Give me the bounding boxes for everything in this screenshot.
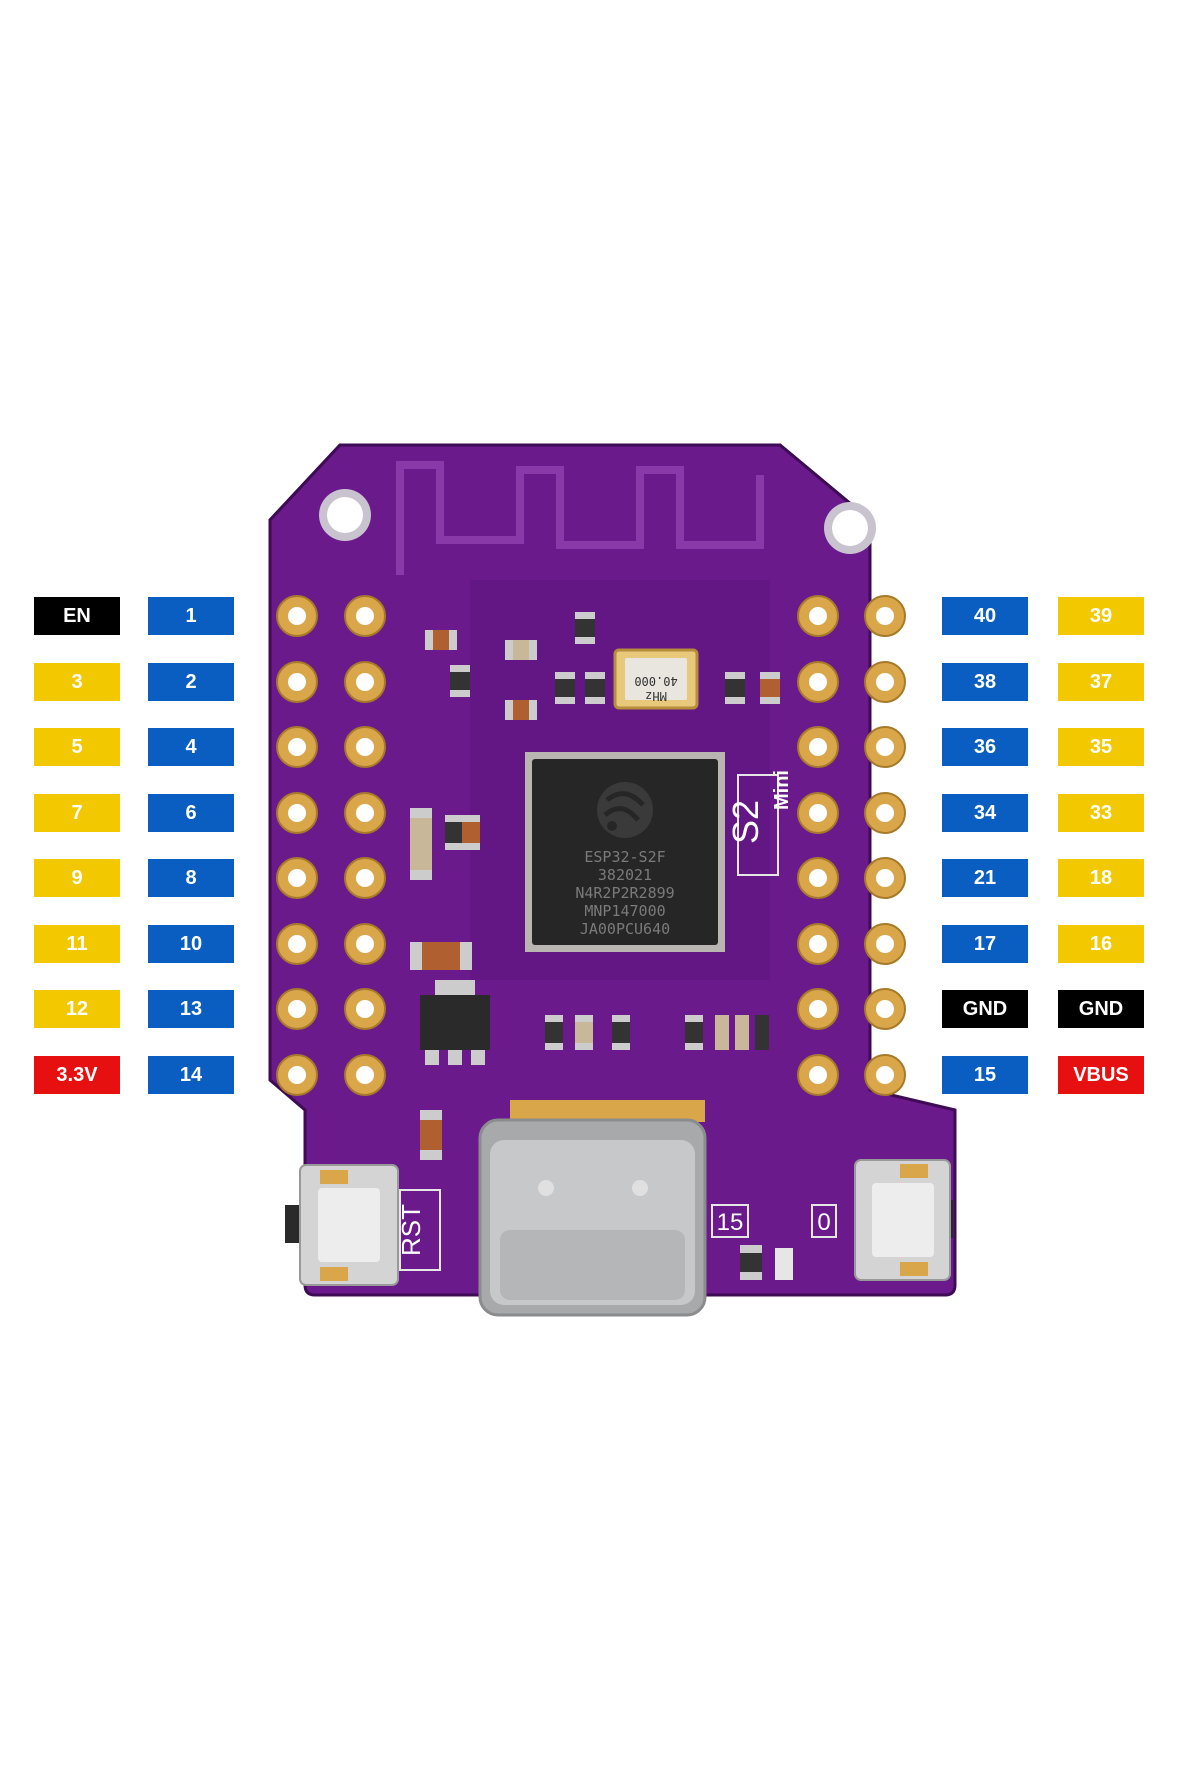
pad-left-outer-1	[276, 595, 318, 637]
pin-label-left-inner-2: 2	[148, 663, 234, 701]
pin-label-left-outer-7: 12	[34, 990, 120, 1028]
right-header-pads	[797, 595, 906, 1096]
pin-label-right-outer-6: 16	[1058, 925, 1144, 963]
pin-label-right-inner-3: 36	[942, 728, 1028, 766]
crystal-label-1: 40.000	[634, 674, 677, 688]
left-header-pads	[276, 595, 386, 1096]
btn15-label: 15	[717, 1209, 744, 1236]
chip-line-1: ESP32-S2F	[584, 848, 665, 866]
pad-left-inner-7	[344, 988, 386, 1030]
pin-label-right-outer-7: GND	[1058, 990, 1144, 1028]
crystal-label-2: MHz	[645, 689, 667, 703]
pin-label-left-outer-5: 9	[34, 859, 120, 897]
chip-line-4: MNP147000	[584, 902, 665, 920]
pad-right-inner-3	[797, 726, 839, 768]
pin-label-left-inner-1: 1	[148, 597, 234, 635]
pin-label-left-inner-6: 10	[148, 925, 234, 963]
pad-left-outer-7	[276, 988, 318, 1030]
pin-label-right-inner-8: 15	[942, 1056, 1028, 1094]
pad-left-outer-3	[276, 726, 318, 768]
pad-right-inner-1	[797, 595, 839, 637]
pin-label-left-outer-8: 3.3V	[34, 1056, 120, 1094]
pad-left-outer-2	[276, 661, 318, 703]
pin-label-right-outer-3: 35	[1058, 728, 1144, 766]
pad-left-inner-4	[344, 792, 386, 834]
pad-right-outer-3	[864, 726, 906, 768]
rst-button	[285, 1164, 399, 1286]
pin-label-right-outer-8: VBUS	[1058, 1056, 1144, 1094]
model-subtext: Mini	[771, 770, 793, 810]
rst-label: RST	[396, 1204, 426, 1256]
pad-right-outer-6	[864, 923, 906, 965]
mounting-hole-right	[824, 502, 876, 554]
pad-left-outer-8	[276, 1054, 318, 1096]
model-silkscreen: S2 Mini	[725, 770, 793, 876]
pad-left-inner-8	[344, 1054, 386, 1096]
pad-left-inner-2	[344, 661, 386, 703]
rst-silkscreen: RST	[396, 1189, 441, 1271]
pin-label-right-outer-4: 33	[1058, 794, 1144, 832]
pad-right-outer-7	[864, 988, 906, 1030]
pad-right-inner-6	[797, 923, 839, 965]
pin-label-left-outer-4: 7	[34, 794, 120, 832]
pad-left-inner-6	[344, 923, 386, 965]
pad-left-inner-3	[344, 726, 386, 768]
usb-c-connector	[478, 1100, 707, 1317]
pad-left-inner-1	[344, 595, 386, 637]
crystal-oscillator: 40.000 MHz	[613, 648, 699, 710]
pin-label-right-inner-1: 40	[942, 597, 1028, 635]
pin-label-right-outer-1: 39	[1058, 597, 1144, 635]
pin-label-left-inner-8: 14	[148, 1056, 234, 1094]
model-text: S2	[725, 800, 766, 844]
pin-label-right-outer-5: 18	[1058, 859, 1144, 897]
pad-right-inner-8	[797, 1054, 839, 1096]
pad-right-outer-8	[864, 1054, 906, 1096]
pad-left-inner-5	[344, 857, 386, 899]
esp32-chip: ESP32-S2F 382021 N4R2P2R2899 MNP147000 J…	[525, 752, 725, 952]
voltage-regulator	[420, 980, 490, 1065]
pad-right-inner-7	[797, 988, 839, 1030]
pin-label-right-inner-5: 21	[942, 859, 1028, 897]
chip-line-2: 382021	[598, 866, 652, 884]
pin-label-right-inner-4: 34	[942, 794, 1028, 832]
pad-right-inner-4	[797, 792, 839, 834]
pad-left-outer-5	[276, 857, 318, 899]
pad-right-outer-1	[864, 595, 906, 637]
pin-label-left-inner-7: 13	[148, 990, 234, 1028]
boot-silkscreen: 0 15	[711, 1204, 837, 1238]
pad-left-outer-6	[276, 923, 318, 965]
pad-right-outer-2	[864, 661, 906, 703]
mounting-hole-left	[319, 489, 371, 541]
pin-label-right-inner-6: 17	[942, 925, 1028, 963]
pin-label-right-inner-2: 38	[942, 663, 1028, 701]
pin-label-left-inner-5: 8	[148, 859, 234, 897]
antenna-trace	[396, 461, 764, 575]
pad-right-inner-2	[797, 661, 839, 703]
boot-button	[854, 1159, 953, 1281]
pad-right-outer-4	[864, 792, 906, 834]
chip-line-3: N4R2P2R2899	[575, 884, 674, 902]
pin-label-right-inner-7: GND	[942, 990, 1028, 1028]
pin-label-left-inner-3: 4	[148, 728, 234, 766]
boot-label: 0	[817, 1209, 830, 1236]
pin-label-left-outer-1: EN	[34, 597, 120, 635]
pad-right-inner-5	[797, 857, 839, 899]
pin-label-left-outer-2: 3	[34, 663, 120, 701]
smd-components	[410, 612, 793, 1280]
pad-left-outer-4	[276, 792, 318, 834]
pin-label-left-outer-3: 5	[34, 728, 120, 766]
pin-label-left-inner-4: 6	[148, 794, 234, 832]
chip-line-5: JA00PCU640	[580, 920, 670, 938]
pin-label-left-outer-6: 11	[34, 925, 120, 963]
espressif-logo	[597, 782, 653, 838]
pad-right-outer-5	[864, 857, 906, 899]
pin-label-right-outer-2: 37	[1058, 663, 1144, 701]
